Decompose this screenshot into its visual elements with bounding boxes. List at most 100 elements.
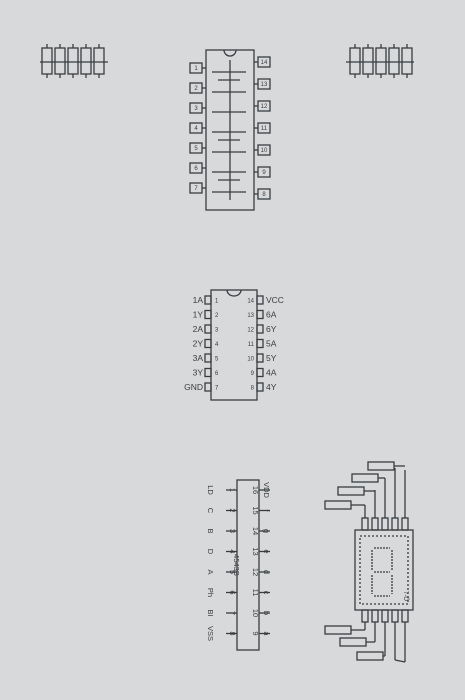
- decoder-pin-name: Ph: [206, 588, 215, 597]
- decoder-pin-name: e: [262, 549, 271, 553]
- top-ic-pin-number: 5: [194, 146, 198, 152]
- ic-pin-number: 7: [215, 386, 219, 392]
- ic-pin-name: 2A: [193, 324, 204, 334]
- ic-pin-number: 1: [215, 299, 219, 305]
- seven-segment-icon: [371, 547, 393, 597]
- ic-pin-name: 3Y: [193, 368, 204, 378]
- top-ic-pin-number: 1: [194, 66, 198, 72]
- decoder-chip-label: 4543B: [232, 554, 241, 576]
- decoder-pin-number: 14: [251, 527, 260, 535]
- ic-pin-left: [204, 382, 212, 392]
- decoder-pin-name: f: [262, 509, 271, 512]
- ic-pin-right: [256, 353, 264, 363]
- ic-pin-name: 4A: [266, 368, 277, 378]
- top-ic-pin-number: 11: [261, 126, 268, 132]
- ic-pin-name: 2Y: [193, 339, 204, 349]
- decoder-pin-name: A: [206, 569, 215, 574]
- decoder-pin-name: C: [206, 508, 215, 514]
- ic-pin-number: 14: [247, 299, 254, 305]
- decoder-pin-number: 7: [228, 611, 237, 615]
- ic-pin-number: 9: [251, 371, 255, 377]
- decoder-pin-number: 16: [251, 486, 260, 494]
- resistor-network-icon-left: [40, 44, 108, 78]
- ic-pin-left: [204, 309, 212, 320]
- top-ic-pin-number: 8: [262, 192, 266, 198]
- decoder-pin-number: 4: [228, 549, 237, 553]
- decoder-pin-name: g: [262, 529, 271, 533]
- decoder-pin-number: 10: [251, 609, 260, 617]
- ic-pin-left: [204, 353, 212, 363]
- decoder-pin-number: 11: [251, 589, 260, 597]
- ic-pin-number: 13: [247, 313, 254, 319]
- decoder-pin-number: 3: [228, 529, 237, 533]
- decoder-pin-name: BI: [206, 609, 215, 616]
- gate-sketch: [212, 60, 246, 200]
- decoder-pin-number: 15: [251, 506, 260, 514]
- ic-pin-left: [204, 367, 212, 378]
- decoder-pin-name: B: [206, 528, 215, 533]
- top-ic-pin-number: 14: [261, 60, 268, 66]
- decoder-pin-number: 13: [251, 547, 260, 555]
- ic-pin-number: 4: [215, 342, 219, 348]
- ic-pin-number: 11: [248, 342, 255, 348]
- decoder-pin-name: d: [262, 570, 271, 574]
- ic-pin-right: [256, 338, 264, 349]
- resistor-bank-bottom: [324, 622, 406, 663]
- decoder-pin-number: 1: [228, 488, 237, 492]
- ic-pin-right: [256, 382, 264, 392]
- decoder-pin-number: 8: [228, 631, 237, 635]
- ic-pin-number: 12: [247, 328, 254, 334]
- top-ic-pin-number: 2: [194, 86, 198, 92]
- decoder-pin-name: c: [262, 591, 271, 595]
- decoder-pin-name: VSS: [206, 626, 215, 641]
- seven-segment-circuit: 7-Ö: [324, 461, 414, 663]
- ic-pin-name: 1A: [193, 295, 204, 305]
- top-ic-pin-number: 6: [194, 166, 198, 172]
- ic-pin-name: 4Y: [266, 382, 277, 392]
- ic-pin-name: 6A: [266, 310, 277, 320]
- ic-pin-name: 1Y: [193, 310, 204, 320]
- ic-pin-number: 2: [215, 313, 219, 319]
- top-ic-pin-number: 13: [261, 82, 268, 88]
- resistor-network-icon-right: [346, 44, 414, 78]
- ic-pin-number: 5: [215, 357, 219, 363]
- top-ic-pin-number: 9: [262, 170, 266, 176]
- ic-pin-right: [256, 367, 264, 378]
- ic-pin-number: 10: [247, 357, 254, 363]
- resistor-bank-top: [324, 461, 406, 518]
- decoder-pin-name: D: [206, 549, 215, 555]
- ic-pin-name: GND: [184, 382, 203, 392]
- decoder-pin-name: LD: [206, 485, 215, 495]
- seven-segment-label: 7-Ö: [402, 591, 409, 601]
- ic-pin-name: 3A: [193, 353, 204, 363]
- ic-pin-right: [256, 324, 264, 334]
- decoder-pin-number: 9: [251, 631, 260, 635]
- top-ic-pin-number: 12: [261, 104, 268, 110]
- decoder-pin-name: b: [262, 611, 271, 615]
- decoder-pin-name: VDD: [262, 482, 271, 498]
- top-ic-pin-number: 10: [261, 148, 268, 154]
- top-ic-pin-number: 3: [194, 106, 198, 112]
- decoder-pin-number: 6: [228, 590, 237, 594]
- ic-pin-name: 5A: [266, 339, 277, 349]
- ic-pin-name: 5Y: [266, 353, 277, 363]
- ic-pin-name: VCC: [266, 295, 284, 305]
- decoder-pin-number: 5: [228, 570, 237, 574]
- top-ic-pin-number: 4: [194, 126, 198, 132]
- decoder-pin-number: 2: [228, 508, 237, 512]
- decoder-pin-number: 12: [251, 568, 260, 576]
- ic-pin-left: [204, 338, 212, 349]
- ic-pin-name: 6Y: [266, 324, 277, 334]
- decoder-pin-name: a: [262, 631, 271, 636]
- ic-pin-right: [256, 309, 264, 320]
- ic-pin-left: [204, 324, 212, 334]
- ic-pin-number: 6: [215, 371, 219, 377]
- top-ic-pin-number: 7: [194, 186, 198, 192]
- ic-pin-number: 3: [215, 328, 219, 334]
- ic-pin-left: [204, 295, 212, 305]
- ic-pin-number: 8: [251, 386, 255, 392]
